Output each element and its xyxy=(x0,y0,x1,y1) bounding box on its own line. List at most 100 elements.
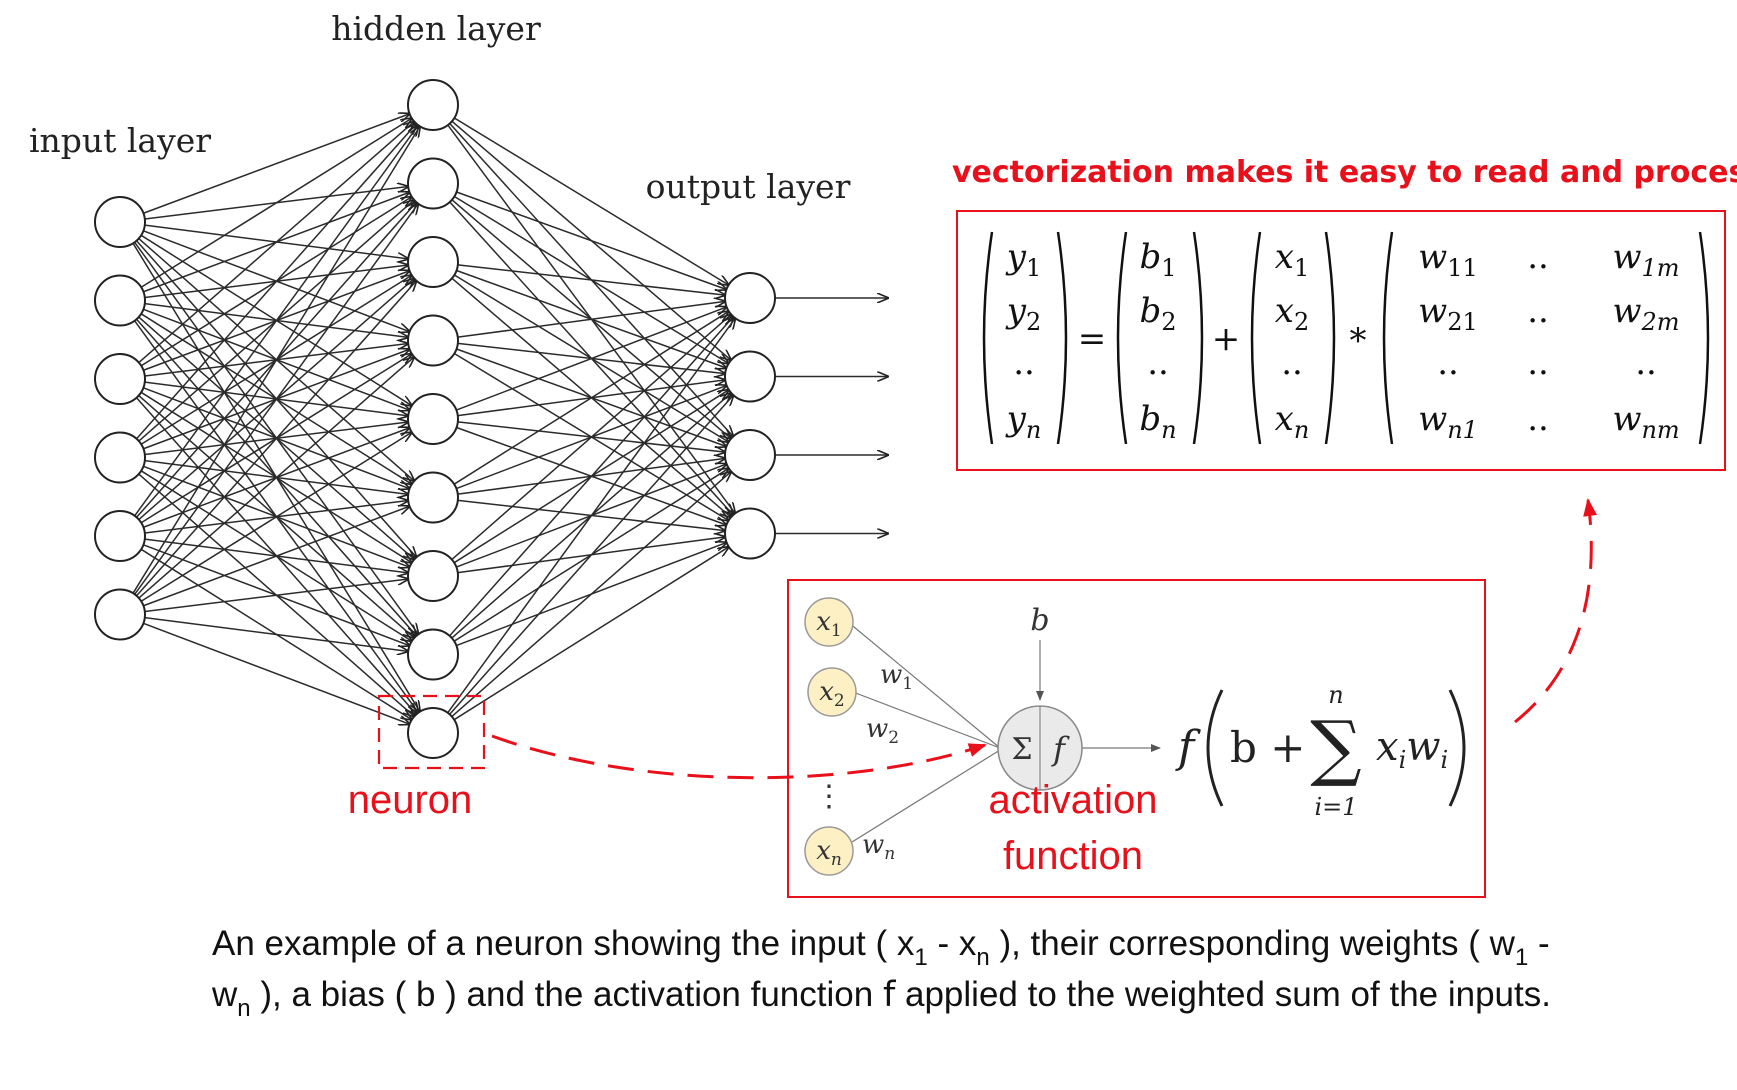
input-node-xn xyxy=(804,826,854,876)
matrix-equation: y1y2..yn=b1b2..bn+x1x2..xn*w11..w1mw21..… xyxy=(982,231,1710,445)
b-entry: b2 xyxy=(1139,291,1176,336)
b-entry: b1 xyxy=(1139,237,1176,282)
w-entry: .. xyxy=(1635,343,1657,383)
input-node xyxy=(94,353,146,405)
equals-sign: = xyxy=(1078,319,1107,359)
vectorization-title: vectorization makes it easy to read and … xyxy=(952,155,1737,190)
left-paren xyxy=(1250,231,1262,445)
connection-edge xyxy=(456,191,727,290)
connection-edge xyxy=(457,264,725,295)
w-entry: .. xyxy=(1527,291,1549,331)
neuron-highlight-box xyxy=(377,694,486,770)
connection-edge xyxy=(144,579,408,613)
y-entry: .. xyxy=(1013,343,1035,383)
connection-edge xyxy=(136,281,417,597)
hidden-node xyxy=(407,157,459,210)
output-node xyxy=(724,507,776,560)
w-entry: wn1 xyxy=(1418,399,1478,444)
formula-b-plus: b + xyxy=(1230,723,1305,772)
formula-upper: n xyxy=(1328,681,1343,709)
input-node xyxy=(94,274,146,327)
bias-symbol: b xyxy=(1030,603,1049,638)
connection-edge xyxy=(134,125,419,517)
hidden-node xyxy=(407,707,459,759)
connection-edge xyxy=(144,616,408,652)
hidden-node xyxy=(407,236,459,288)
output-layer-label: output layer xyxy=(646,167,851,206)
w-entry: w21 xyxy=(1418,291,1478,336)
connection-edge xyxy=(457,301,725,338)
svg-text:wn: wn xyxy=(862,830,895,864)
connection-edge xyxy=(143,622,409,724)
formula-sum: ∑ xyxy=(1310,705,1361,789)
formula-f: f xyxy=(1175,722,1201,773)
neuron-detail-box xyxy=(787,579,1486,898)
connection-edge xyxy=(447,318,736,714)
svg-text:xiwi: xiwi xyxy=(1376,724,1448,774)
left-paren xyxy=(1116,231,1128,445)
y-entry: y1 xyxy=(1005,237,1042,282)
connection-edge xyxy=(134,204,419,595)
y-entry: y2 xyxy=(1005,291,1042,336)
right-paren xyxy=(1192,231,1204,445)
left-paren xyxy=(982,231,994,445)
x-entry: xn xyxy=(1275,399,1310,444)
network-nodes xyxy=(94,79,776,759)
input-node-x2 xyxy=(807,667,857,717)
ellipsis: ⋮ xyxy=(814,779,844,814)
b-entry: .. xyxy=(1147,343,1169,383)
x-entry: .. xyxy=(1281,343,1303,383)
input-node xyxy=(94,431,146,484)
w-entry: w11 xyxy=(1418,237,1478,282)
connection-edge xyxy=(143,506,409,607)
hidden-node xyxy=(407,628,459,681)
right-paren xyxy=(1324,231,1336,445)
times-sign: * xyxy=(1350,321,1367,361)
formula-lower: i=1 xyxy=(1314,793,1357,821)
hidden-node xyxy=(407,550,459,602)
w-entry: .. xyxy=(1437,343,1459,383)
connection-edge xyxy=(453,547,729,721)
output-arrows xyxy=(775,298,888,534)
network-connections xyxy=(132,114,736,724)
connection-edge xyxy=(451,471,731,718)
left-paren xyxy=(1382,231,1394,445)
w-entry: .. xyxy=(1527,343,1549,383)
hidden-layer-label: hidden layer xyxy=(331,9,541,48)
activation-label-line2: function xyxy=(1003,834,1143,878)
sum-symbol: Σ xyxy=(1011,732,1032,767)
output-node xyxy=(724,272,776,324)
w-entry: w1m xyxy=(1612,237,1679,282)
connection-edge xyxy=(132,126,420,594)
connection-edge xyxy=(453,117,728,285)
figure-caption: An example of a neuron showing the input… xyxy=(212,924,1551,1022)
input-node-x1 xyxy=(804,597,854,647)
neuron-label: neuron xyxy=(348,778,473,822)
hidden-node xyxy=(407,393,459,445)
connection-edge xyxy=(138,121,414,364)
hidden-node xyxy=(407,314,459,367)
output-node xyxy=(724,350,776,403)
connection-edge xyxy=(449,395,734,715)
y-entry: yn xyxy=(1005,399,1042,444)
connection-edge xyxy=(449,317,734,637)
input-node xyxy=(94,588,146,641)
connection-edge xyxy=(453,311,729,485)
detail-to-vectorization-arrow xyxy=(1514,498,1598,724)
connection-edge xyxy=(140,118,412,288)
input-layer-label: input layer xyxy=(29,121,211,160)
w-entry: .. xyxy=(1527,399,1549,439)
x-entry: x2 xyxy=(1275,291,1309,336)
connection-edge xyxy=(136,124,417,440)
hidden-node xyxy=(407,79,459,131)
neuron-to-detail-arrow xyxy=(491,734,987,780)
w-entry: .. xyxy=(1527,237,1549,277)
input-node xyxy=(94,196,146,248)
connection-edge xyxy=(456,307,726,411)
vectorization-box xyxy=(956,210,1726,471)
connection-edge xyxy=(140,432,412,602)
connection-edge xyxy=(451,314,731,561)
output-node xyxy=(724,429,776,481)
hidden-node xyxy=(407,471,459,524)
